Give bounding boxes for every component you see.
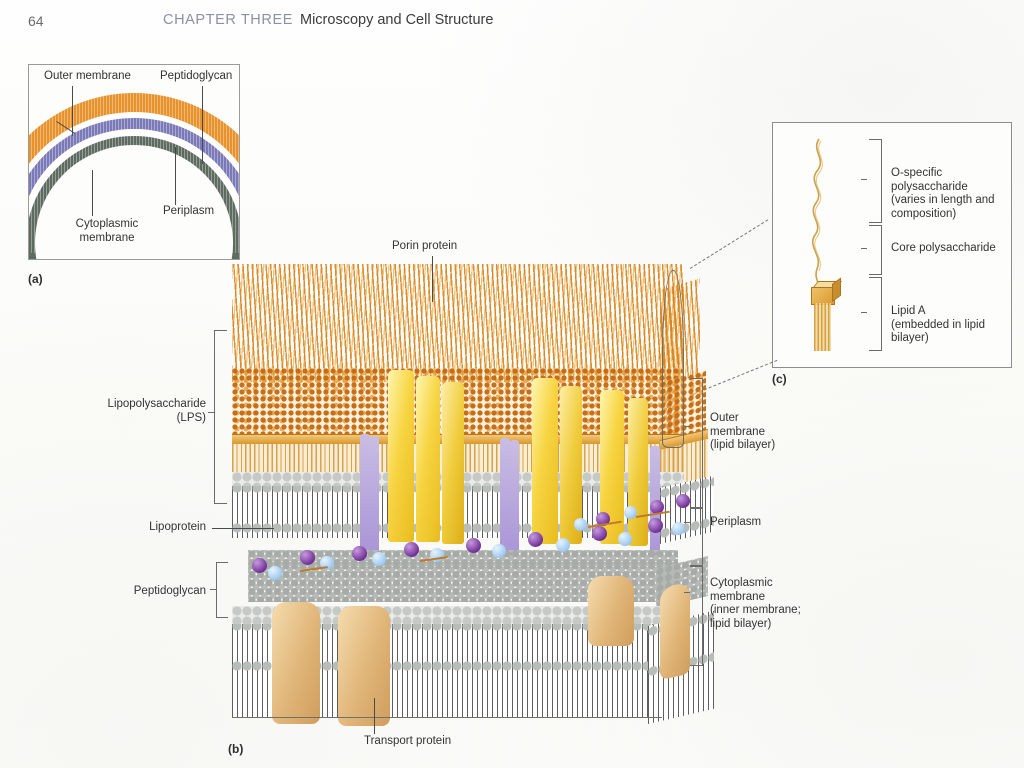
lps-molecule-diagram xyxy=(797,137,843,351)
panel-b-tick-lps xyxy=(208,412,214,413)
panel-b-label-porin-protein: Porin protein xyxy=(392,240,458,252)
peptidoglycan-nam-sphere-1 xyxy=(268,566,282,580)
panel-c-label-core: Core polysaccharide xyxy=(891,242,996,254)
panel-c-bracket-core xyxy=(869,225,882,275)
periplasm-sphere-1 xyxy=(574,518,587,531)
panel-b-label-transport-protein: Transport protein xyxy=(364,735,452,747)
panel-b-bracket-cytoplasmic-membrane xyxy=(690,566,703,666)
panel-b-bracket-peptidoglycan xyxy=(216,562,228,618)
lps-o-antigen-chain-forest xyxy=(232,264,684,382)
porin-protein-1 xyxy=(388,370,414,542)
periplasm-sphere-6 xyxy=(676,494,690,508)
panel-b-caption: (b) xyxy=(228,742,244,756)
panel-a-caption: (a) xyxy=(28,272,43,286)
panel-b-tick-peptidoglycan xyxy=(210,589,216,590)
panel-b-bracket-outer-membrane xyxy=(690,378,703,508)
panel-b-label-lipopolysaccharide: Lipopolysaccharide (LPS) xyxy=(107,398,206,424)
periplasm-sphere-3 xyxy=(624,506,637,519)
peptidoglycan-nag-sphere-1 xyxy=(252,558,267,573)
arc-periplasm xyxy=(29,129,239,259)
porin-protein-2 xyxy=(416,376,440,542)
panel-b-label-periplasm: Periplasm xyxy=(710,516,762,528)
panel-b-label-cytoplasmic-membrane: Cytoplasmic membrane (inner membrane; li… xyxy=(710,577,801,630)
panel-c-tick-lipid-a xyxy=(861,312,867,313)
arc-gap-upper xyxy=(29,112,239,259)
periplasm-sphere-5 xyxy=(672,522,685,535)
panel-b-tick-cytoplasmic-membrane xyxy=(684,592,690,593)
panel-b-leader-porin-protein xyxy=(432,256,433,302)
porin-protein-7 xyxy=(628,398,648,546)
panel-a-leader-cytoplasmic-membrane xyxy=(92,170,93,216)
panel-a-label-cytoplasmic-membrane: Cytoplasmic membrane xyxy=(75,218,139,244)
peptidoglycan-nag-sphere-5 xyxy=(466,538,481,553)
panel-b-label-lipoprotein: Lipoprotein xyxy=(149,521,206,533)
porin-protein-3 xyxy=(442,382,464,544)
porin-protein-5 xyxy=(560,386,582,544)
peptidoglycan-nag-sphere-7 xyxy=(592,526,607,541)
lipoprotein-3 xyxy=(500,438,510,556)
panel-b-label-peptidoglycan: Peptidoglycan xyxy=(133,585,206,597)
lps-molecule-callout-outline xyxy=(662,270,684,448)
peptidoglycan-nam-sphere-7 xyxy=(618,532,632,546)
panel-b-leader-transport-protein xyxy=(374,698,375,734)
panel-c-label-o-specific: O-specific polysaccharide (varies in len… xyxy=(891,167,995,220)
panel-b-leader-lipoprotein xyxy=(212,528,274,529)
transport-protein-3 xyxy=(588,576,634,646)
chapter-label: CHAPTER THREE xyxy=(163,12,293,28)
panel-b-gram-negative-envelope-3d xyxy=(0,250,1024,768)
lipoprotein-4 xyxy=(510,440,519,556)
panel-c-bracket-o-specific xyxy=(869,139,882,223)
peptidoglycan-nam-sphere-3 xyxy=(372,552,386,566)
panel-a-label-peptidoglycan: Peptidoglycan xyxy=(160,70,233,82)
chapter-title: Microscopy and Cell Structure xyxy=(300,12,494,28)
page-number: 64 xyxy=(28,13,44,29)
panel-c-label-lipid-a: Lipid A (embedded in lipid bilayer) xyxy=(891,305,985,344)
cytoplasmic-membrane-baseline xyxy=(232,717,662,718)
panel-c-lps-detail: O-specific polysaccharide (varies in len… xyxy=(772,122,1012,368)
peptidoglycan-nag-sphere-2 xyxy=(300,550,315,565)
peptidoglycan-nag-sphere-4 xyxy=(404,542,419,557)
lipoprotein-2 xyxy=(370,436,379,554)
panel-a-leader-outer-membrane xyxy=(72,86,73,136)
peptidoglycan-nam-sphere-5 xyxy=(492,544,506,558)
panel-c-caption: (c) xyxy=(772,372,787,386)
panel-b-label-outer-membrane: Outer membrane (lipid bilayer) xyxy=(710,412,776,451)
peptidoglycan-nag-sphere-8 xyxy=(648,518,663,533)
panel-a-label-periplasm: Periplasm xyxy=(163,205,215,217)
peptidoglycan-nag-sphere-3 xyxy=(352,546,367,561)
panel-c-bracket-lipid-a xyxy=(869,277,882,351)
transport-protein-2 xyxy=(338,606,390,726)
lipid-a-fatty-acid-tails xyxy=(814,303,831,351)
panel-b-bracket-periplasm xyxy=(690,508,703,566)
transport-protein-1 xyxy=(272,602,320,724)
periplasm-sphere-4 xyxy=(650,500,664,514)
o-antigen-chain-icon xyxy=(811,138,823,287)
panel-b-bracket-lps xyxy=(214,330,227,504)
panel-a-leader-peptidoglycan xyxy=(202,86,203,164)
panel-c-tick-o-specific xyxy=(861,179,867,180)
arc-peptidoglycan xyxy=(29,118,239,259)
transport-protein-4 xyxy=(660,581,690,680)
panel-c-tick-core xyxy=(861,248,867,249)
porin-protein-4 xyxy=(532,378,558,544)
peptidoglycan-nam-sphere-6 xyxy=(556,538,570,552)
panel-a-label-outer-membrane: Outer membrane xyxy=(44,70,131,82)
panel-a-leader-periplasm xyxy=(175,147,176,205)
panel-b-tick-outer-membrane xyxy=(684,426,690,427)
peptidoglycan-nag-sphere-6 xyxy=(528,532,543,547)
panel-b-tick-periplasm xyxy=(684,522,690,523)
lipoprotein-1 xyxy=(360,434,370,554)
page-header: 64 CHAPTER THREE Microscopy and Cell Str… xyxy=(0,10,1024,36)
